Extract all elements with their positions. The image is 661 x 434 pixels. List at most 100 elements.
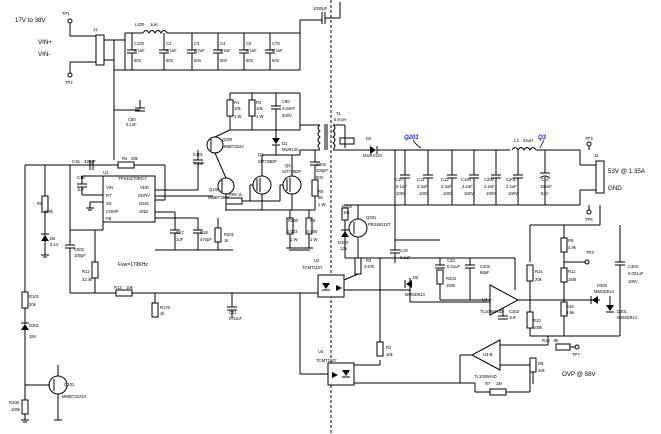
- r14-ref: R14: [535, 269, 543, 274]
- l200-ref: L200: [135, 22, 145, 27]
- cout-2: C12 2.2uF 100V: [441, 150, 457, 205]
- cin-2-val: 2.2uF: [194, 48, 205, 53]
- cin-0: C100 2.2uF 50V: [127, 33, 145, 70]
- r11-ref: R11: [568, 269, 576, 274]
- d301-part: MMSD914: [617, 315, 637, 320]
- r2b-val: 10k: [386, 352, 394, 357]
- u1-pin-ss: SS: [106, 201, 112, 206]
- cin-4-ref: C6: [246, 41, 252, 46]
- r5-val: 56: [318, 195, 323, 200]
- vin-neg-label: VIN-: [38, 51, 50, 58]
- d5-ref: D5: [50, 236, 56, 241]
- output-voltage-label: 53V @ 1.35A: [608, 168, 646, 175]
- u4-part: TCMT1107: [316, 358, 337, 363]
- u1-part: TPS40170RGY: [118, 176, 147, 181]
- u1-pin-gdrv: GDRV: [138, 193, 150, 198]
- u1-controller: [102, 175, 156, 223]
- r9-val: 0.005: [307, 229, 318, 234]
- r2-val: 10k: [256, 106, 264, 111]
- j2-label: J2: [594, 153, 599, 158]
- cout-3-ref: C130: [461, 177, 472, 182]
- vin-pos-label: VIN+: [38, 39, 52, 46]
- optocoupler-u2: U2 TCMT1107: [302, 258, 345, 298]
- d300b-part: MMSD914: [594, 289, 614, 294]
- q100-ref: Q100: [209, 187, 220, 192]
- u4-optocoupler: [327, 362, 355, 386]
- cin-0-ref: C100: [134, 41, 145, 46]
- q2-mosfet: [282, 175, 302, 195]
- cout-6: C14 150uF 63V: [539, 150, 552, 205]
- r101-val: 20k: [29, 302, 37, 307]
- r9-ref: R9: [310, 218, 316, 223]
- u1-pin-comp: COMP: [106, 209, 119, 214]
- c302-val: 330pF: [316, 168, 328, 173]
- d1-diode: D1 MUR120: [272, 130, 299, 155]
- q301-transistor: [348, 218, 368, 238]
- u1-pin-vin: VIN: [106, 185, 113, 190]
- t1-primary: [317, 124, 321, 150]
- c302-volt: 50V: [316, 175, 324, 180]
- r10-ref: R10: [533, 318, 541, 323]
- l3-val: 22uH: [523, 138, 533, 143]
- blue-leader-1: [412, 139, 422, 149]
- c15-val: 330pF: [84, 159, 96, 164]
- r300-ref: R300: [342, 204, 353, 209]
- output-rails: L3 22uH TP3 TP6 J2 53V @ 1.35A GND: [394, 136, 646, 222]
- c80-val: 4.04nF: [282, 106, 295, 111]
- tp6-label: TP6: [585, 217, 593, 222]
- cin-3-val: 2.2uF: [220, 48, 231, 53]
- cin-5: C70 2.2uF 50V: [265, 33, 283, 70]
- transformer-t1: T1 6.9 uH: [299, 111, 360, 151]
- c302-ref: C302: [316, 162, 327, 167]
- cout-4-val: 2.2uF: [484, 184, 495, 189]
- r100-val: 100k: [11, 407, 21, 412]
- c101-ref: C101: [193, 152, 204, 157]
- cin-5-volt: 50V: [272, 58, 280, 63]
- snubber-network: R1 10k 1 W R2 10k 1 W C80 4.04nF 500V: [226, 92, 301, 131]
- r12-val: 32.4k: [82, 277, 93, 282]
- cin-1: C2 2.2uF 50V: [159, 33, 177, 70]
- t1-aux: [339, 137, 355, 145]
- u2-optocoupler: [317, 274, 345, 298]
- output-connector: [595, 160, 605, 194]
- l3-ref: L3: [514, 138, 519, 143]
- u1-pin-gnd: GND: [139, 209, 148, 214]
- r10-val: 100k: [533, 325, 543, 330]
- r170-ref: R170: [160, 305, 171, 310]
- r100-resistor: [21, 399, 29, 415]
- c80-volt: 500V: [282, 113, 292, 118]
- cout-0-val: 0.1uF: [396, 184, 407, 189]
- r4-resistor: [117, 161, 135, 169]
- cin-3: C4 2.2uF 50V: [213, 33, 231, 70]
- cout-2-ref: C12: [441, 177, 449, 182]
- u1-pin-vdd: VDD: [140, 185, 149, 190]
- c17-val: 1uF: [176, 237, 184, 242]
- r99-val: 1k: [238, 192, 243, 197]
- d2-part: MUR4120: [363, 153, 383, 158]
- cout-2-val: 2.2uF: [441, 184, 452, 189]
- r13-ref: R13: [114, 285, 122, 290]
- tp3-point: [586, 141, 592, 147]
- q1-mosfet: [252, 175, 272, 195]
- cin-4: C6 2.2uF 50V: [239, 33, 257, 70]
- r13-resistor: [115, 289, 133, 297]
- cin-5-val: 2.2uF: [272, 48, 283, 53]
- cout-1-volt: 100V: [419, 191, 429, 196]
- t1-ref: T1: [336, 111, 342, 116]
- u3a-part: TL103WAID: [480, 309, 503, 314]
- q300-ref: Q300: [222, 137, 233, 142]
- t1-val: 6.9 uH: [334, 117, 346, 122]
- cin-1-ref: C2: [166, 41, 172, 46]
- r12-resistor: [91, 261, 99, 279]
- q1-part: SI7738DP: [258, 159, 277, 164]
- l200-inductor: [142, 30, 168, 34]
- u1-ref: U1: [103, 170, 109, 175]
- q2-ref: Q2: [285, 163, 291, 168]
- tp1-label: TP1: [62, 11, 70, 16]
- r201-val: 1k: [224, 238, 229, 243]
- cout-1-ref: C11: [417, 177, 425, 182]
- c80-ref: C80: [282, 99, 290, 104]
- q100-part: MMBT3905: [208, 195, 230, 200]
- c303-ref: C303: [509, 309, 520, 314]
- cout-6-val: 150uF: [540, 184, 552, 189]
